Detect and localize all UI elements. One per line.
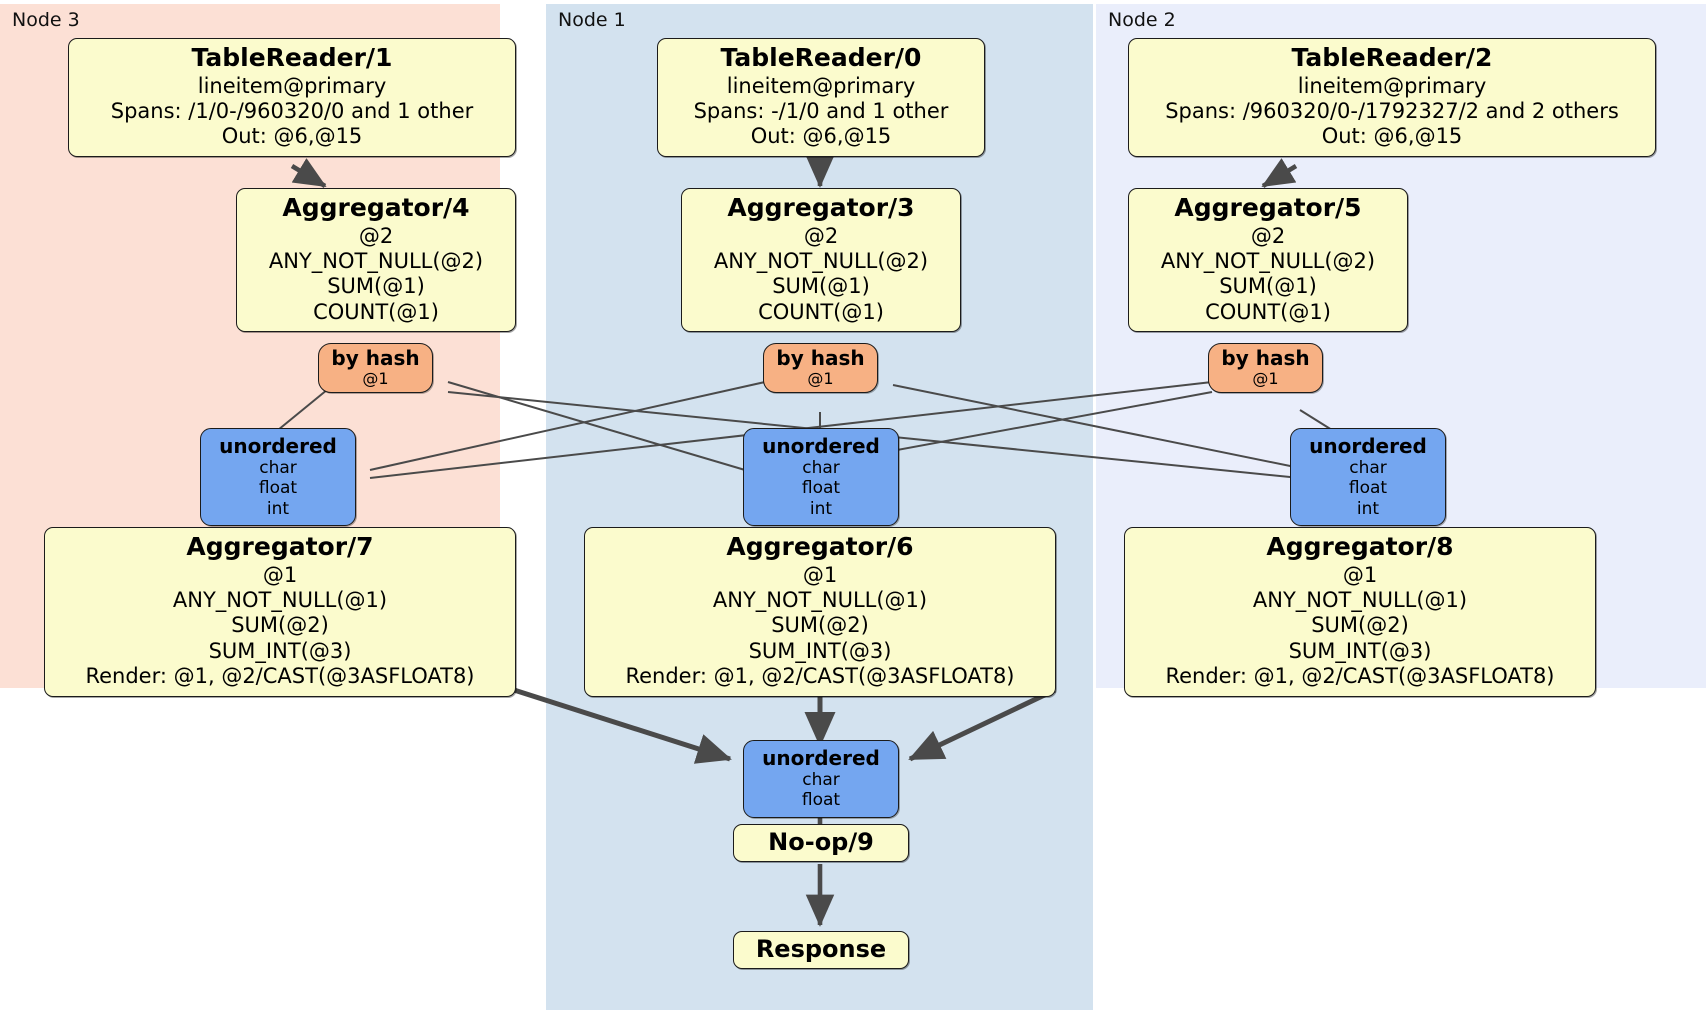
processor-line: Spans: -/1/0 and 1 other <box>693 98 949 123</box>
processor-line: SUM(@1) <box>772 274 870 299</box>
processor-line: ANY_NOT_NULL(@2) <box>268 248 484 273</box>
synchronizer-line: char <box>802 770 840 790</box>
synchronizer-title: unordered <box>762 746 880 770</box>
processor-line: @1 <box>262 562 298 587</box>
router-title: by hash <box>331 346 420 370</box>
synchronizer-line: char <box>1349 458 1387 478</box>
processor-title: TableReader/2 <box>1291 43 1493 72</box>
synchronizer-line: float <box>1348 478 1388 499</box>
router-title: by hash <box>1221 346 1310 370</box>
synchronizer-unordered-node1[interactable]: unordered char float int <box>743 428 899 527</box>
processor-aggregator-7[interactable]: Aggregator/7 @1 ANY_NOT_NULL(@1) SUM(@2)… <box>44 527 516 697</box>
router-title: by hash <box>776 346 865 370</box>
synchronizer-line: char <box>259 458 297 478</box>
synchronizer-line: int <box>266 498 290 519</box>
processor-line: @2 <box>803 223 839 248</box>
processor-title: Aggregator/6 <box>726 532 914 561</box>
synchronizer-title: unordered <box>219 434 337 458</box>
synchronizer-line: int <box>1356 498 1380 519</box>
processor-title: Aggregator/3 <box>727 193 915 222</box>
processor-line: Spans: /1/0-/960320/0 and 1 other <box>110 98 474 123</box>
processor-line: @1 <box>1342 562 1378 587</box>
router-by-hash-node1[interactable]: by hash @1 <box>763 343 878 394</box>
processor-aggregator-5[interactable]: Aggregator/5 @2 ANY_NOT_NULL(@2) SUM(@1)… <box>1128 188 1408 333</box>
synchronizer-unordered-node2[interactable]: unordered char float int <box>1290 428 1446 527</box>
synchronizer-line: float <box>801 478 841 499</box>
processor-response[interactable]: Response <box>733 931 909 970</box>
processor-line: ANY_NOT_NULL(@1) <box>172 587 388 612</box>
processor-line: SUM_INT(@3) <box>748 638 892 663</box>
synchronizer-line: float <box>258 478 298 499</box>
processor-line: Out: @6,@15 <box>221 124 363 149</box>
processor-line: @2 <box>358 223 394 248</box>
processor-line: SUM(@2) <box>231 613 329 638</box>
router-line: @1 <box>362 369 389 388</box>
processor-title: TableReader/1 <box>191 43 393 72</box>
router-by-hash-node2[interactable]: by hash @1 <box>1208 343 1323 394</box>
synchronizer-title: unordered <box>1309 434 1427 458</box>
processor-line: ANY_NOT_NULL(@1) <box>712 587 928 612</box>
processor-line: Out: @6,@15 <box>1321 124 1463 149</box>
processor-title: TableReader/0 <box>720 43 922 72</box>
router-by-hash-node3[interactable]: by hash @1 <box>318 343 433 394</box>
processor-title: Aggregator/8 <box>1266 532 1454 561</box>
synchronizer-line: char <box>802 458 840 478</box>
processor-line: COUNT(@1) <box>1205 299 1331 324</box>
processor-line: Render: @1, @2/CAST(@3ASFLOAT8) <box>1165 664 1555 689</box>
processor-line: Out: @6,@15 <box>750 124 892 149</box>
router-line: @1 <box>807 369 834 388</box>
processor-table-reader-0[interactable]: TableReader/0 lineitem@primary Spans: -/… <box>657 38 985 157</box>
processor-line: SUM_INT(@3) <box>208 638 352 663</box>
node-panel-label-node2: Node 2 <box>1108 9 1176 31</box>
processor-line: SUM(@1) <box>327 274 425 299</box>
node-panel-label-node1: Node 1 <box>558 9 626 31</box>
processor-title: Aggregator/4 <box>282 193 470 222</box>
processor-line: lineitem@primary <box>197 73 387 98</box>
processor-line: lineitem@primary <box>726 73 916 98</box>
processor-title: Aggregator/5 <box>1174 193 1362 222</box>
synchronizer-line: int <box>809 498 833 519</box>
processor-aggregator-3[interactable]: Aggregator/3 @2 ANY_NOT_NULL(@2) SUM(@1)… <box>681 188 961 333</box>
synchronizer-unordered-final[interactable]: unordered char float <box>743 740 899 818</box>
processor-line: Spans: /960320/0-/1792327/2 and 2 others <box>1165 98 1619 123</box>
processor-title: No-op/9 <box>768 828 874 856</box>
processor-aggregator-8[interactable]: Aggregator/8 @1 ANY_NOT_NULL(@1) SUM(@2)… <box>1124 527 1596 697</box>
processor-title: Aggregator/7 <box>186 532 374 561</box>
processor-line: ANY_NOT_NULL(@2) <box>1160 248 1376 273</box>
processor-aggregator-4[interactable]: Aggregator/4 @2 ANY_NOT_NULL(@2) SUM(@1)… <box>236 188 516 333</box>
processor-title: Response <box>755 935 887 963</box>
processor-line: SUM_INT(@3) <box>1288 638 1432 663</box>
synchronizer-line: float <box>801 790 841 811</box>
router-line: @1 <box>1252 369 1279 388</box>
processor-line: SUM(@2) <box>1311 613 1409 638</box>
processor-line: ANY_NOT_NULL(@2) <box>713 248 929 273</box>
processor-line: @1 <box>802 562 838 587</box>
processor-line: Render: @1, @2/CAST(@3ASFLOAT8) <box>625 664 1015 689</box>
processor-line: COUNT(@1) <box>758 299 884 324</box>
processor-line: Render: @1, @2/CAST(@3ASFLOAT8) <box>85 664 475 689</box>
processor-line: @2 <box>1250 223 1286 248</box>
synchronizer-unordered-node3[interactable]: unordered char float int <box>200 428 356 527</box>
processor-line: lineitem@primary <box>1297 73 1487 98</box>
processor-line: SUM(@2) <box>771 613 869 638</box>
processor-no-op-9[interactable]: No-op/9 <box>733 824 909 863</box>
processor-line: SUM(@1) <box>1219 274 1317 299</box>
processor-table-reader-1[interactable]: TableReader/1 lineitem@primary Spans: /1… <box>68 38 516 157</box>
processor-line: COUNT(@1) <box>313 299 439 324</box>
processor-table-reader-2[interactable]: TableReader/2 lineitem@primary Spans: /9… <box>1128 38 1656 157</box>
processor-aggregator-6[interactable]: Aggregator/6 @1 ANY_NOT_NULL(@1) SUM(@2)… <box>584 527 1056 697</box>
processor-line: ANY_NOT_NULL(@1) <box>1252 587 1468 612</box>
synchronizer-title: unordered <box>762 434 880 458</box>
node-panel-label-node3: Node 3 <box>12 9 80 31</box>
